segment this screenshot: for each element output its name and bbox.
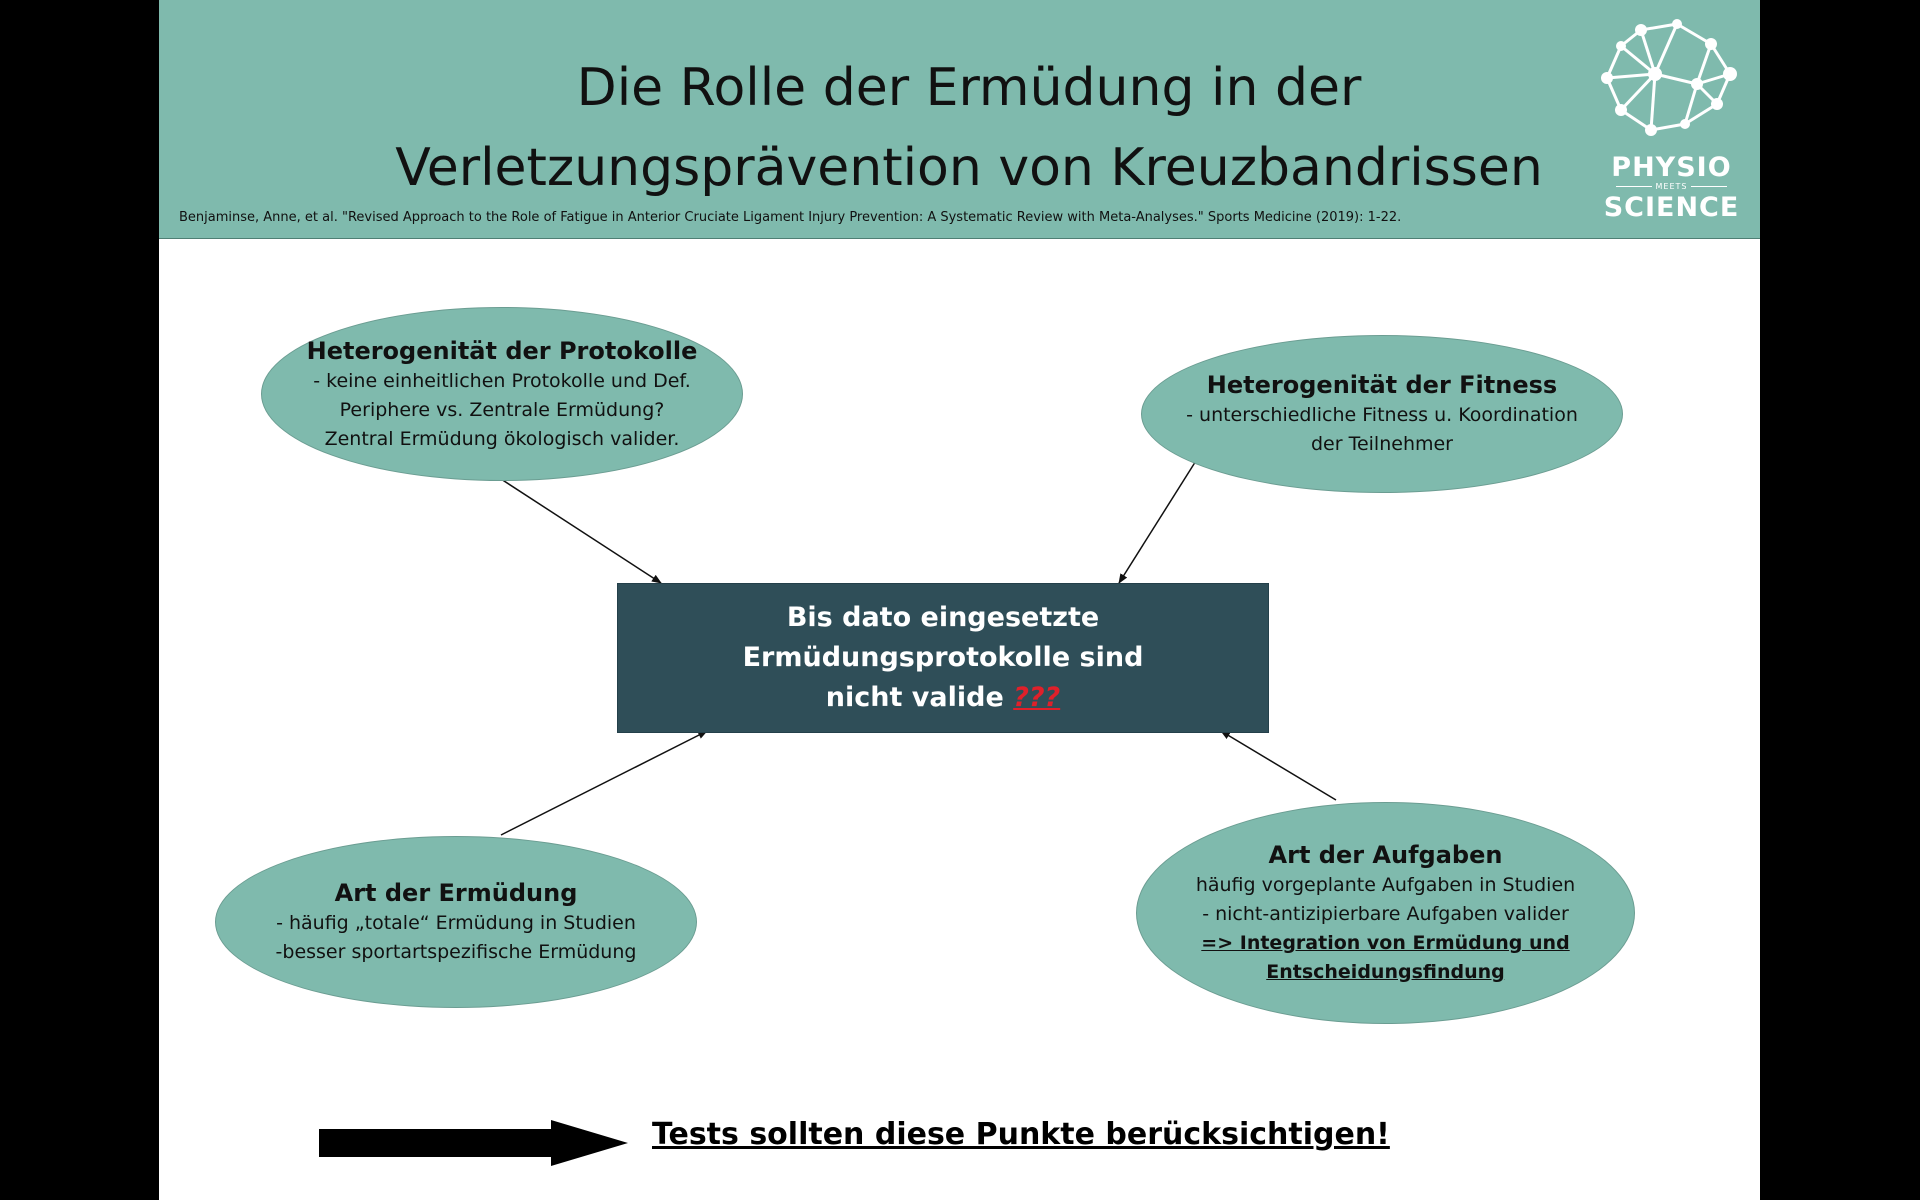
citation: Benjaminse, Anne, et al. "Revised Approa… — [179, 210, 1402, 225]
node-line: Zentral Ermüdung ökologisch valider. — [324, 427, 680, 450]
node-line: - häufig „totale“ Ermüdung in Studien — [276, 912, 636, 934]
arrow-fitness-to-center — [1118, 455, 1200, 584]
logo-text-meets: MEETS — [1599, 182, 1744, 191]
logo-text-physio: PHYSIO — [1611, 152, 1732, 183]
center-line-3: nicht valide ??? — [826, 678, 1060, 718]
connector-arrows — [319, 455, 1337, 1166]
node-emphasis-line: => Integration von Ermüdung und — [1201, 932, 1570, 954]
slide: Die Rolle der Ermüdung in der Verletzung… — [159, 0, 1760, 1200]
center-line-1: Bis dato eingesetzte — [786, 602, 1100, 633]
node-title: Art der Ermüdung — [334, 879, 578, 907]
node-heterogenitaet-fitness: Heterogenität der Fitness - unterschiedl… — [1141, 335, 1623, 493]
node-emphasis-line: Entscheidungsfindung — [1266, 961, 1505, 983]
slide-header: Die Rolle der Ermüdung in der Verletzung… — [159, 0, 1760, 239]
node-heterogenitaet-protokolle: Heterogenität der Protokolle - keine ein… — [261, 307, 743, 481]
node-line: der Teilnehmer — [1310, 433, 1453, 455]
node-line: Periphere vs. Zentrale Ermüdung? — [339, 398, 665, 421]
node-title: Art der Aufgaben — [1268, 841, 1503, 869]
node-line: - keine einheitlichen Protokolle und Def… — [313, 369, 691, 392]
title-line-2: Verletzungsprävention von Kreuzbandrisse… — [395, 138, 1543, 198]
slide-title: Die Rolle der Ermüdung in der Verletzung… — [319, 48, 1619, 208]
node-line: häufig vorgeplante Aufgaben in Studien — [1195, 874, 1576, 896]
logo-text-science: SCIENCE — [1603, 192, 1740, 223]
node-line: - unterschiedliche Fitness u. Koordinati… — [1186, 404, 1578, 426]
physio-meets-science-logo: PHYSIO MEETS SCIENCE — [1599, 18, 1744, 228]
conclusion-text: Tests sollten diese Punkte berücksichtig… — [652, 1117, 1390, 1152]
center-line-3-text: nicht valide — [825, 682, 1004, 713]
node-line: - nicht-antizipierbare Aufgaben valider — [1202, 903, 1569, 925]
arrow-ermuedung-to-center — [500, 730, 708, 836]
node-art-der-aufgaben: Art der Aufgaben häufig vorgeplante Aufg… — [1136, 802, 1635, 1024]
node-line: -besser sportartspezifische Ermüdung — [275, 941, 637, 963]
node-title: Heterogenität der Fitness — [1206, 371, 1558, 399]
node-art-der-ermuedung: Art der Ermüdung - häufig „totale“ Ermüd… — [215, 836, 697, 1008]
node-title: Heterogenität der Protokolle — [306, 336, 698, 365]
center-statement-box: Bis dato eingesetzte Ermüdungsprotokolle… — [617, 583, 1269, 733]
arrow-aufgaben-to-center — [1220, 730, 1337, 801]
network-brain-icon — [1601, 19, 1737, 136]
conclusion-arrow-icon — [319, 1120, 628, 1166]
title-line-1: Die Rolle der Ermüdung in der — [576, 58, 1362, 118]
center-line-2: Ermüdungsprotokolle sind — [742, 642, 1144, 673]
question-marks: ??? — [1013, 682, 1061, 713]
arrow-protokolle-to-center — [500, 478, 662, 584]
